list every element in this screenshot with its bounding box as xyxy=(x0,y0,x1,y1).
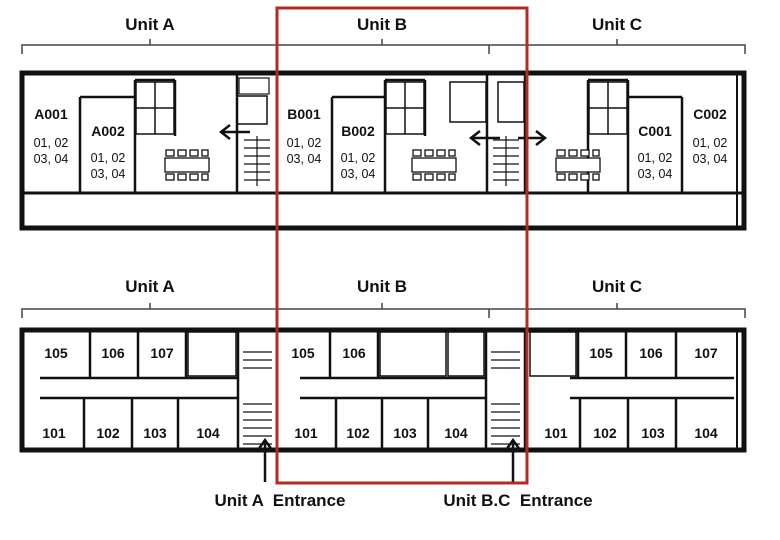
unit-c-room-101: 101 xyxy=(544,425,568,441)
unit-a-room-101: 101 xyxy=(42,425,66,441)
room-a001: A001 xyxy=(34,106,68,122)
upper-unit-a-label: Unit A xyxy=(125,15,174,34)
room-b002: B002 xyxy=(341,123,375,139)
unit-b-room-101: 101 xyxy=(294,425,318,441)
unit-a-room-104: 104 xyxy=(196,425,220,441)
svg-text:01, 02: 01, 02 xyxy=(638,151,673,165)
upper-unit-b-table xyxy=(411,149,457,181)
upper-unit-a-arrow-icon xyxy=(218,124,250,140)
upper-room-labels: A001 01, 02 03, 04 A002 01, 02 03, 04 B0… xyxy=(34,106,728,181)
unit-bc-entrance-arrow-icon xyxy=(504,437,522,482)
unit-b-room-105: 105 xyxy=(291,345,315,361)
lower-unit-b-walls xyxy=(328,330,527,450)
unit-c-room-105: 105 xyxy=(589,345,613,361)
unit-c-room-104: 104 xyxy=(694,425,718,441)
svg-text:03, 04: 03, 04 xyxy=(34,152,69,166)
room-a002: A002 xyxy=(91,123,125,139)
lower-unit-c-label: Unit C xyxy=(592,277,642,296)
upper-stair-a xyxy=(238,77,270,186)
svg-text:01, 02: 01, 02 xyxy=(91,151,126,165)
svg-text:01, 02: 01, 02 xyxy=(287,136,322,150)
unit-b-room-106: 106 xyxy=(342,345,366,361)
unit-a-room-103: 103 xyxy=(143,425,167,441)
unit-c-room-102: 102 xyxy=(593,425,617,441)
unit-a-room-105: 105 xyxy=(44,345,68,361)
unit-c-room-103: 103 xyxy=(641,425,665,441)
unit-a-entrance-label: Unit A Entrance xyxy=(215,491,346,510)
upper-unit-b-walls xyxy=(275,73,527,193)
lower-stair-a xyxy=(243,351,272,445)
unit-a-entrance-arrow-icon xyxy=(256,437,274,482)
lower-room-labels: 105 106 107 101 102 103 104 105 106 101 … xyxy=(42,345,718,441)
lower-floor: Unit A Unit B Unit C xyxy=(19,277,747,482)
unit-b-room-102: 102 xyxy=(346,425,370,441)
lower-unit-a-label: Unit A xyxy=(125,277,174,296)
lower-unit-c-walls xyxy=(529,330,678,450)
unit-bc-entrance-label: Unit B.C Entrance xyxy=(443,491,592,510)
svg-text:01, 02: 01, 02 xyxy=(341,151,376,165)
svg-text:03, 04: 03, 04 xyxy=(693,152,728,166)
upper-unit-b-label: Unit B xyxy=(357,15,407,34)
lower-unit-b-label: Unit B xyxy=(357,277,407,296)
upper-unit-c-arrow-icon xyxy=(518,130,548,146)
lower-corridor-walls xyxy=(40,376,734,400)
svg-text:01, 02: 01, 02 xyxy=(34,136,69,150)
upper-unit-c-label: Unit C xyxy=(592,15,642,34)
unit-b-room-104: 104 xyxy=(444,425,468,441)
upper-unit-b-arrow-icon xyxy=(468,130,500,146)
unit-a-room-102: 102 xyxy=(96,425,120,441)
room-c001: C001 xyxy=(638,123,672,139)
upper-floor: Unit A Unit B Unit C xyxy=(19,15,747,231)
lower-stair-b xyxy=(491,351,520,445)
lower-unit-brackets xyxy=(21,303,746,318)
upper-unit-brackets xyxy=(21,39,746,54)
unit-c-room-107: 107 xyxy=(694,345,718,361)
svg-text:03, 04: 03, 04 xyxy=(638,167,673,181)
upper-outer-wall xyxy=(19,70,747,231)
svg-text:03, 04: 03, 04 xyxy=(287,152,322,166)
upper-unit-c-walls xyxy=(586,78,684,193)
unit-c-room-106: 106 xyxy=(639,345,663,361)
svg-text:03, 04: 03, 04 xyxy=(91,167,126,181)
unit-a-room-106: 106 xyxy=(101,345,125,361)
unit-b-room-103: 103 xyxy=(393,425,417,441)
upper-stair-b xyxy=(493,136,519,186)
upper-unit-a-table xyxy=(164,149,210,181)
unit-b-highlight-frame xyxy=(275,6,529,485)
unit-a-room-107: 107 xyxy=(150,345,174,361)
upper-unit-c-table xyxy=(555,149,601,181)
upper-unit-a-walls xyxy=(78,73,268,193)
room-b001: B001 xyxy=(287,106,321,122)
svg-text:01, 02: 01, 02 xyxy=(693,136,728,150)
room-c002: C002 xyxy=(693,106,727,122)
svg-text:03, 04: 03, 04 xyxy=(341,167,376,181)
